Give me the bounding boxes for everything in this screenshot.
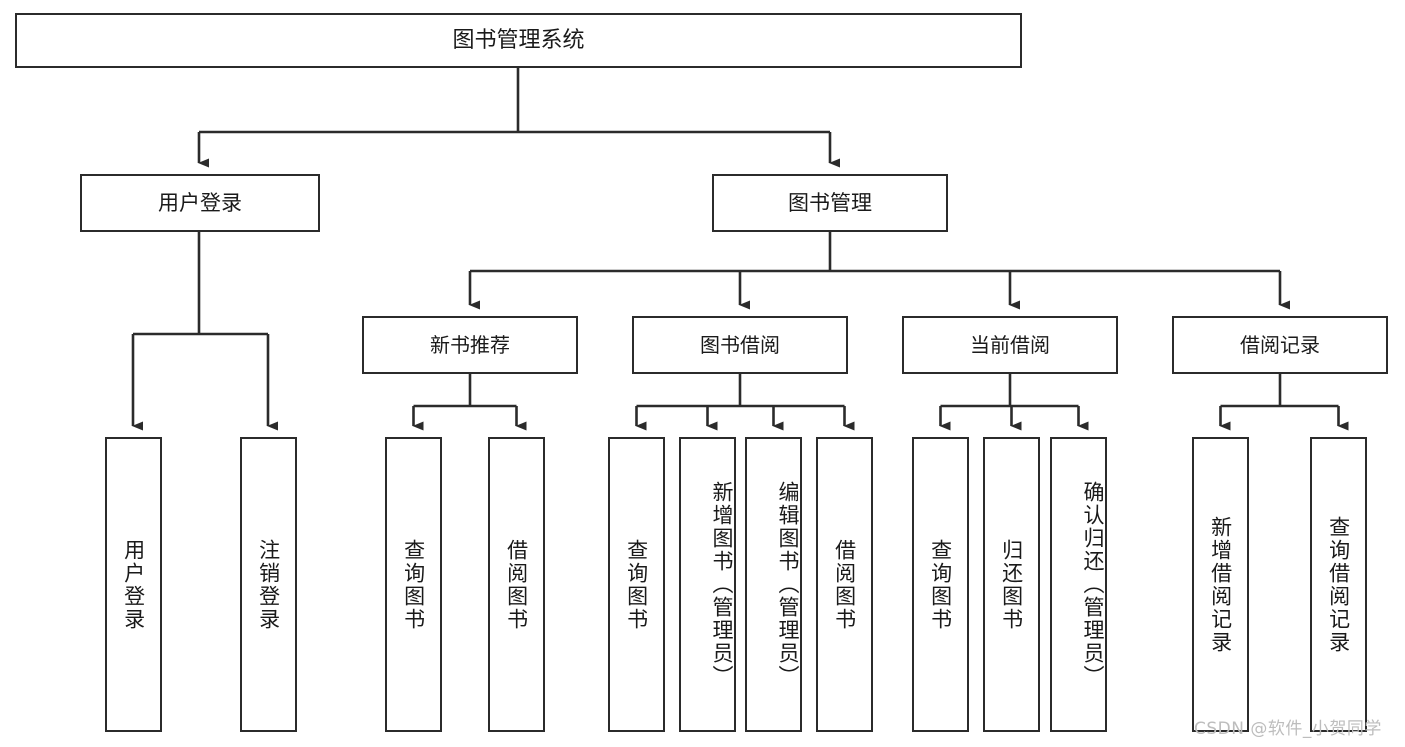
node-label: 图书借阅: [700, 332, 780, 357]
node-leaf-add-book-admin[interactable]: 新增图书（管理员）: [679, 437, 736, 732]
node-new-book-recommend[interactable]: 新书推荐: [362, 316, 578, 374]
node-current-borrow[interactable]: 当前借阅: [902, 316, 1118, 374]
node-leaf-logout-login[interactable]: 注销登录: [240, 437, 297, 732]
node-borrow-record[interactable]: 借阅记录: [1172, 316, 1388, 374]
node-label: 借阅图书: [832, 538, 857, 631]
node-label: 借阅图书: [504, 538, 529, 631]
node-label: 确认归还（管理员）: [1081, 481, 1105, 688]
node-leaf-borrow-book-2[interactable]: 借阅图书: [816, 437, 873, 732]
node-book-borrow[interactable]: 图书借阅: [632, 316, 848, 374]
node-label: 图书管理系统: [452, 27, 585, 53]
node-leaf-query-book-1[interactable]: 查询图书: [385, 437, 442, 732]
node-leaf-add-borrow-record[interactable]: 新增借阅记录: [1192, 437, 1249, 732]
node-leaf-query-book-3[interactable]: 查询图书: [912, 437, 969, 732]
node-leaf-borrow-book-1[interactable]: 借阅图书: [488, 437, 545, 732]
node-leaf-edit-book-admin[interactable]: 编辑图书（管理员）: [745, 437, 802, 732]
node-label: 用户登录: [158, 190, 242, 215]
node-label: 查询借阅记录: [1326, 515, 1351, 654]
node-label: 编辑图书（管理员）: [776, 481, 800, 688]
node-label: 新增图书（管理员）: [710, 481, 734, 688]
node-label: 查询图书: [624, 538, 649, 631]
node-label: 新书推荐: [430, 332, 510, 357]
node-root-root[interactable]: 图书管理系统: [15, 13, 1022, 68]
node-book-manage[interactable]: 图书管理: [712, 174, 948, 232]
node-leaf-user-login[interactable]: 用户登录: [105, 437, 162, 732]
node-label: 用户登录: [121, 538, 146, 631]
node-leaf-query-book-2[interactable]: 查询图书: [608, 437, 665, 732]
node-leaf-return-book[interactable]: 归还图书: [983, 437, 1040, 732]
node-label: 借阅记录: [1240, 332, 1320, 357]
node-label: 注销登录: [256, 538, 281, 631]
node-label: 图书管理: [788, 190, 872, 215]
node-label: 查询图书: [401, 538, 426, 631]
node-leaf-confirm-return-admin[interactable]: 确认归还（管理员）: [1050, 437, 1107, 732]
node-label: 查询图书: [928, 538, 953, 631]
node-label: 新增借阅记录: [1208, 515, 1233, 654]
node-label: 归还图书: [999, 538, 1024, 631]
node-leaf-query-borrow-record[interactable]: 查询借阅记录: [1310, 437, 1367, 732]
node-label: 当前借阅: [970, 332, 1050, 357]
node-user-login[interactable]: 用户登录: [80, 174, 320, 232]
